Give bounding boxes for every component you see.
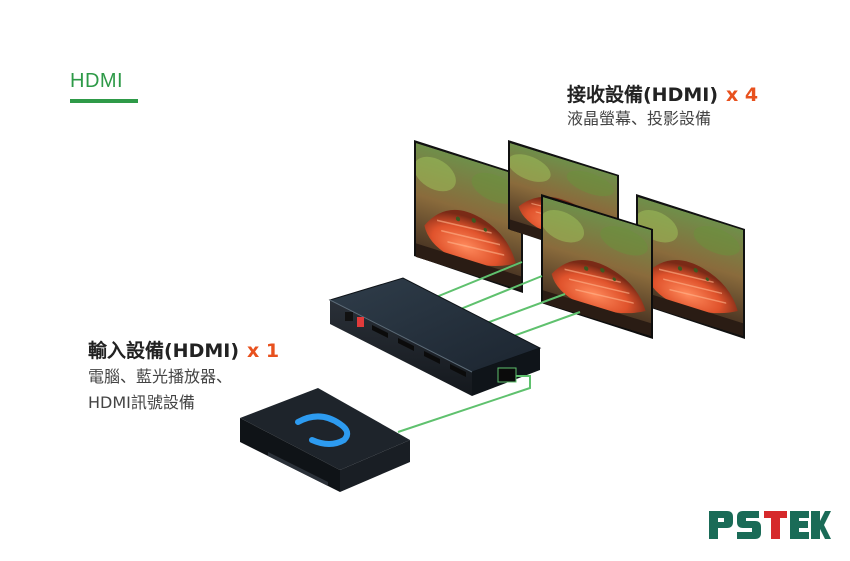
- output-desc-line1: 液晶螢幕、投影設備: [567, 109, 712, 128]
- input-title: 輸入設備(HDMI) x 1: [88, 336, 279, 363]
- power-port: [345, 312, 353, 321]
- splitter-box: [328, 277, 542, 396]
- output-title-text: 接收設備(HDMI): [567, 84, 719, 106]
- disc-logo-icon: [295, 413, 351, 447]
- input-desc-line2: HDMI訊號設備: [88, 393, 195, 412]
- output-quantity: x 4: [726, 84, 759, 106]
- output-description: 液晶螢幕、投影設備: [567, 106, 711, 132]
- monitor-back-right: [636, 194, 745, 339]
- section-label: HDMI: [70, 70, 124, 92]
- monitor-front: [541, 194, 653, 339]
- section-underline: [70, 99, 138, 103]
- input-desc-line1: 電腦、藍光播放器、: [88, 367, 233, 386]
- input-port: [497, 367, 517, 383]
- input-title-text: 輸入設備(HDMI): [88, 340, 240, 362]
- bluray-player: [240, 388, 410, 492]
- output-title: 接收設備(HDMI) x 4: [567, 80, 758, 107]
- input-description: 電腦、藍光播放器、 HDMI訊號設備: [88, 364, 232, 416]
- input-cable: [397, 375, 531, 433]
- pstek-logo: [709, 511, 831, 539]
- monitor-back-left: [414, 140, 523, 293]
- power-switch: [357, 317, 364, 327]
- input-quantity: x 1: [247, 340, 280, 362]
